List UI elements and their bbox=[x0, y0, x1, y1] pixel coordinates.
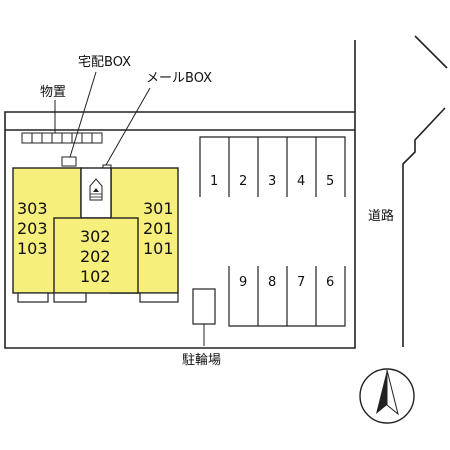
unit-center-202: 202 bbox=[80, 247, 111, 266]
balcony-left bbox=[17, 292, 49, 303]
bicycle-parking-area bbox=[192, 288, 216, 325]
parking-bottom-row bbox=[228, 266, 346, 327]
unit-center-102: 102 bbox=[80, 267, 111, 286]
unit-left-103: 103 bbox=[17, 239, 48, 258]
mail-box-leader bbox=[105, 87, 151, 166]
storage-label: 物置 bbox=[40, 85, 66, 100]
delivery-box-label: 宅配BOX bbox=[78, 55, 131, 70]
parking-slot-4: 4 bbox=[297, 174, 305, 189]
north-arrow-icon bbox=[359, 368, 415, 424]
bicycle-parking-label: 駐輪場 bbox=[182, 352, 221, 368]
parking-slot-7: 7 bbox=[297, 275, 305, 290]
delivery-box-leader bbox=[69, 71, 97, 158]
parking-slot-2: 2 bbox=[239, 174, 247, 189]
property-boundary bbox=[4, 111, 356, 349]
parking-top-row bbox=[199, 136, 346, 197]
stairs-icon bbox=[89, 178, 103, 201]
parking-slot-8: 8 bbox=[268, 275, 276, 290]
balcony-right bbox=[139, 292, 179, 303]
unit-center-302: 302 bbox=[80, 227, 111, 246]
parking-slot-3: 3 bbox=[268, 174, 276, 189]
road-label: 道路 bbox=[368, 208, 394, 224]
unit-left-303: 303 bbox=[17, 199, 48, 218]
building-center-wing bbox=[53, 217, 139, 294]
parking-slot-1: 1 bbox=[210, 174, 218, 189]
parking-slot-6: 6 bbox=[326, 275, 334, 290]
delivery-box bbox=[61, 156, 77, 167]
stairwell bbox=[80, 167, 112, 219]
mail-box-label: メールBOX bbox=[146, 71, 212, 86]
unit-left-203: 203 bbox=[17, 219, 48, 238]
unit-right-101: 101 bbox=[143, 239, 174, 258]
parking-slot-9: 9 bbox=[239, 275, 247, 290]
balcony-center bbox=[53, 292, 87, 303]
unit-right-201: 201 bbox=[143, 219, 174, 238]
parking-slot-5: 5 bbox=[326, 174, 334, 189]
road-edge bbox=[402, 35, 448, 347]
storage-racks bbox=[21, 132, 103, 144]
unit-right-301: 301 bbox=[143, 199, 174, 218]
